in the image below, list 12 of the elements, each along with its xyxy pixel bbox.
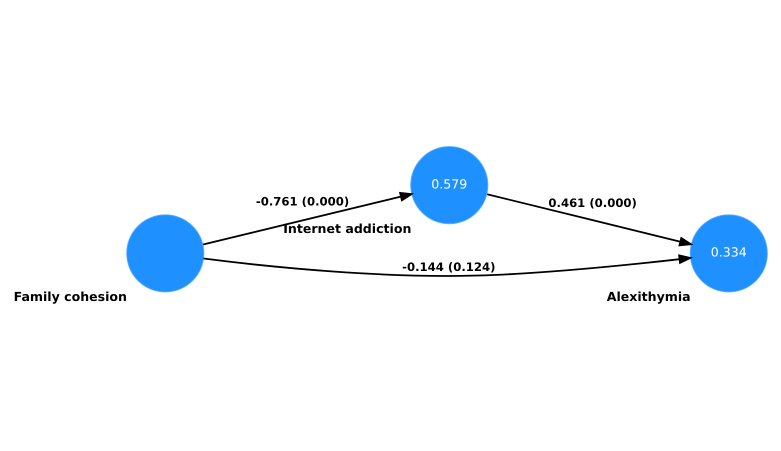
node-label: Alexithymia: [606, 288, 691, 304]
node-label: Internet addiction: [283, 220, 412, 236]
edge-label: -0.761 (0.000): [256, 194, 350, 208]
arrow: [203, 254, 693, 276]
node-label: Family cohesion: [14, 288, 127, 304]
node-circle: 0.579: [410, 146, 488, 224]
arrow: [486, 192, 694, 246]
arrow: [202, 191, 414, 245]
node-circle: 0.334: [690, 214, 768, 292]
node-circle: [126, 214, 204, 292]
edge-label: 0.461 (0.000): [548, 196, 637, 210]
edge-label: -0.144 (0.124): [402, 259, 496, 274]
